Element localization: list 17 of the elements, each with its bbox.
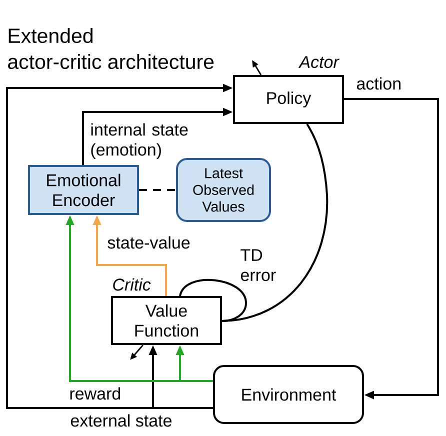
process-box: Policy bbox=[233, 75, 344, 124]
arrow bbox=[344, 98, 439, 400]
rounded-box: Environment bbox=[213, 365, 364, 424]
edge-label: reward bbox=[70, 387, 120, 400]
process-box: Emotional Encoder bbox=[28, 165, 139, 215]
edge-label: external state bbox=[70, 414, 172, 427]
rounded-box: Latest Observed Values bbox=[176, 158, 271, 222]
role-label: Critic bbox=[113, 278, 151, 291]
dashed-line bbox=[139, 189, 176, 191]
edge-label: TD error bbox=[240, 249, 276, 282]
edge-label: state-value bbox=[108, 236, 190, 249]
title: Extended actor-critic architecture bbox=[8, 28, 214, 70]
process-box: Value Function bbox=[111, 296, 222, 345]
loop-line bbox=[179, 278, 247, 322]
edge-label: internal state (emotion) bbox=[91, 123, 188, 160]
role-label: Actor bbox=[298, 56, 340, 68]
edge-label: action bbox=[356, 77, 400, 90]
